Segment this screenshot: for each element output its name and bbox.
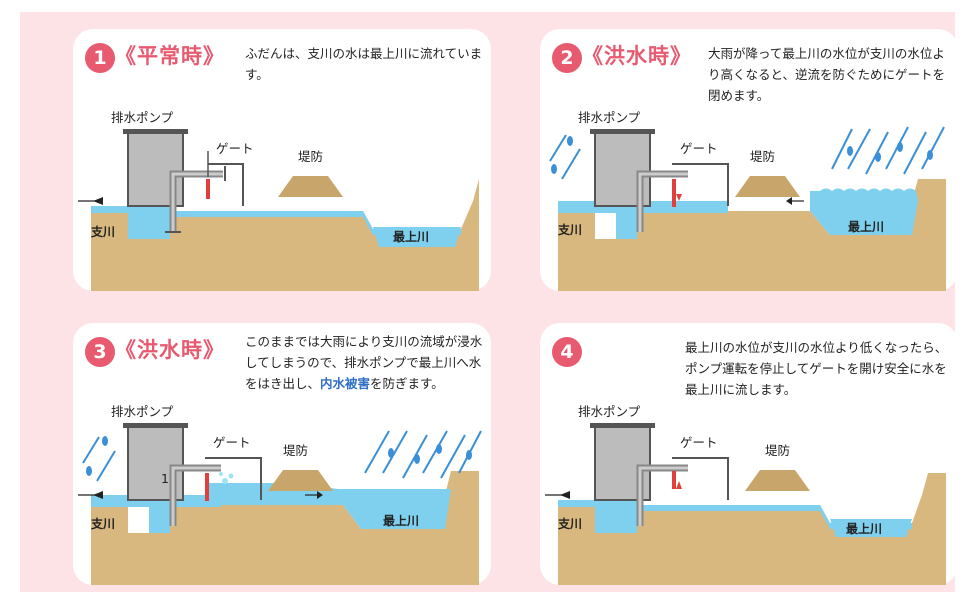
- pump-label: 排水ポンプ: [111, 404, 174, 419]
- river-label: 最上川: [393, 229, 429, 244]
- levee-label: 堤防: [298, 149, 323, 164]
- panel-description: 大雨が降って最上川の水位が支川の水位より高くなると、逆流を防ぐためにゲートを閉め…: [708, 46, 946, 103]
- panel-title: 《洪水時》: [115, 338, 225, 362]
- panel-title: 《洪水時》: [582, 44, 692, 68]
- panel-description: このままでは大雨により支川の流域が浸水してしまうので、排水ポンプで最上川へ水をは…: [245, 334, 483, 391]
- diagram-frame: 排水ポンプ ゲート 堤防 支川 最上川 1 《平常時》 ふだんは、支川の水は最上…: [20, 12, 958, 592]
- levee-label: 堤防: [750, 149, 775, 164]
- pump-label: 排水ポンプ: [578, 404, 641, 419]
- tributary-label: 支川: [90, 516, 115, 531]
- scene-flood-pumping: 排水ポンプ ゲート 堤防 1 支川 最上川: [78, 404, 482, 585]
- gate-label: ゲート: [680, 141, 718, 156]
- tributary-label: 支川: [557, 222, 582, 237]
- pump-label: 排水ポンプ: [111, 110, 174, 125]
- step-number: 1: [85, 43, 115, 73]
- gate-label: ゲート: [213, 435, 251, 450]
- panel-flood-pumping: 排水ポンプ ゲート 堤防 1 支川 最上川 3 《洪水時》 このままでは大雨によ…: [73, 323, 491, 585]
- panel-pump-stopped: 排水ポンプ ゲート 堤防 支川 最上川 4 最上川の水位が支川の水位より低くなっ…: [540, 323, 958, 585]
- pump-label: 排水ポンプ: [578, 110, 641, 125]
- panel-flood-gate-closed: 排水ポンプ ゲート 堤防 支川 最上川 2 《洪水時》 大雨が降って最上川の水位…: [540, 29, 958, 291]
- gate-label: ゲート: [680, 435, 718, 450]
- scene-normal: 排水ポンプ ゲート 堤防 支川 最上川: [78, 110, 479, 291]
- inland-flood-highlight: 内水被害: [320, 376, 371, 391]
- panel-description: ふだんは、支川の水は最上川に流れています。: [245, 46, 483, 82]
- tributary-label: 支川: [557, 516, 582, 531]
- levee-label: 堤防: [283, 443, 308, 458]
- levee-label: 堤防: [765, 443, 790, 458]
- panel-normal: 排水ポンプ ゲート 堤防 支川 最上川 1 《平常時》 ふだんは、支川の水は最上…: [73, 29, 491, 291]
- step-number: 2: [552, 43, 582, 73]
- scene-pump-stopped: 排水ポンプ ゲート 堤防 支川 最上川: [545, 404, 946, 585]
- gate-label: ゲート: [216, 141, 254, 156]
- river-label: 最上川: [848, 219, 884, 234]
- river-label: 最上川: [846, 521, 882, 536]
- panel-description: 最上川の水位が支川の水位より低くなったら、ポンプ運転を停止してゲートを開け安全に…: [685, 340, 948, 397]
- scene-flood-closed: 排水ポンプ ゲート 堤防 支川 最上川: [549, 110, 946, 291]
- tributary-label: 支川: [90, 224, 115, 239]
- step-number: 4: [552, 337, 582, 367]
- step-number: 3: [85, 337, 115, 367]
- river-label: 最上川: [383, 513, 419, 528]
- marker-label: 1: [161, 471, 169, 486]
- panel-title: 《平常時》: [115, 44, 225, 68]
